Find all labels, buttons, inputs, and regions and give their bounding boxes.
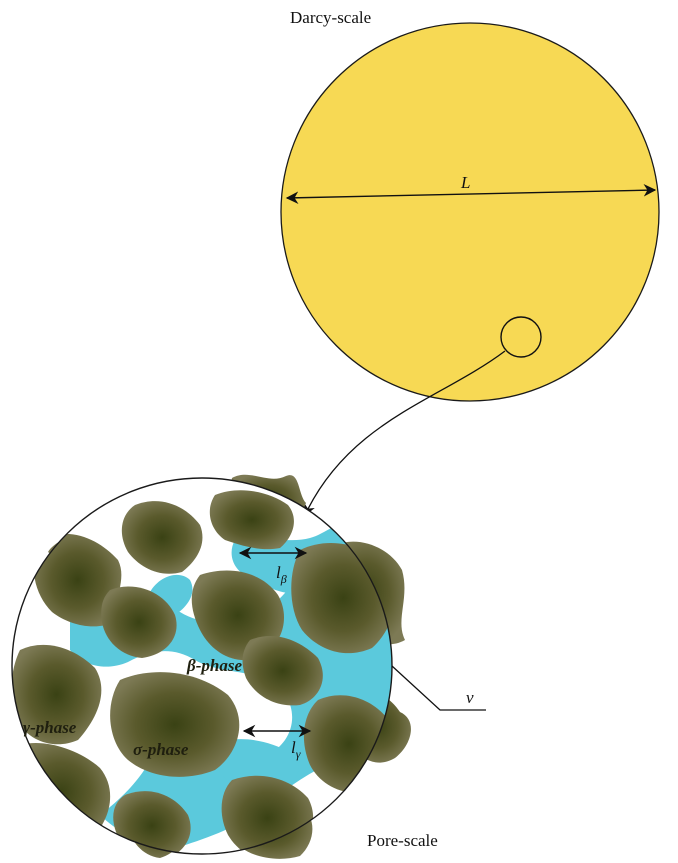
pore-scale-label: Pore-scale [367, 831, 438, 850]
l-beta-subscript: β [280, 572, 287, 586]
beta-phase-label: β-phase [186, 656, 242, 675]
darcy-scale-label: Darcy-scale [290, 8, 371, 27]
l-gamma-subscript: γ [296, 747, 301, 761]
length-L-label: L [460, 173, 470, 192]
gamma-phase-label: γ-phase [23, 718, 77, 737]
v-label: v [466, 688, 474, 707]
sigma-phase-label: σ-phase [133, 740, 189, 759]
darcy-scale-circle [281, 23, 659, 401]
